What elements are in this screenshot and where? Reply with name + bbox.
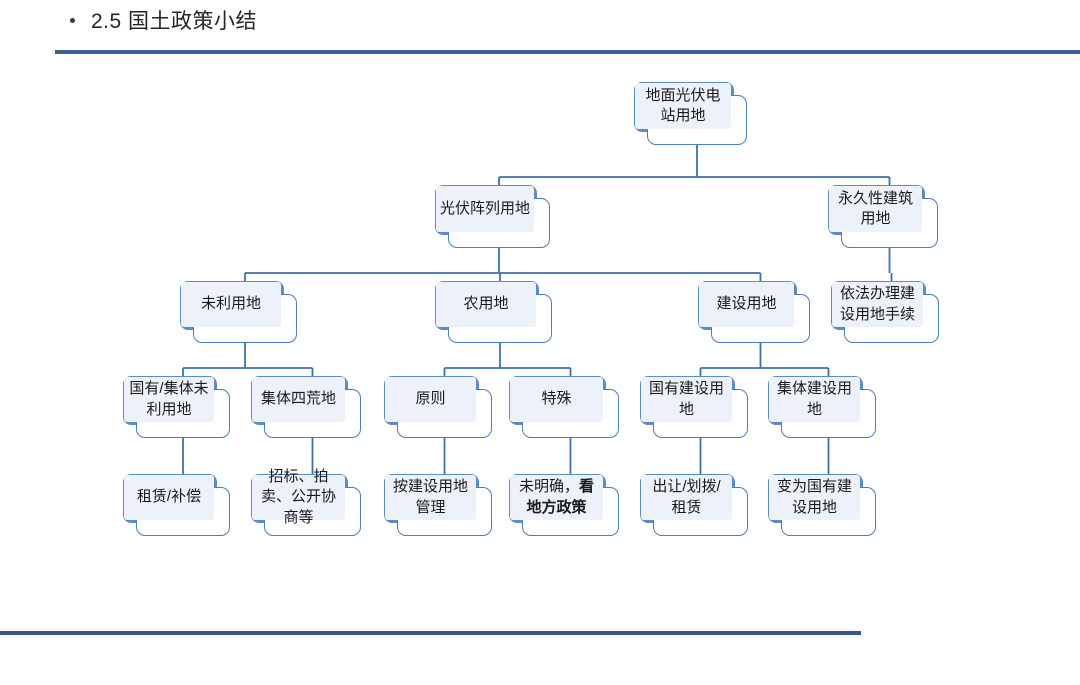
- node-card: 招标、拍卖、公开协商等: [264, 487, 361, 536]
- tree-node[interactable]: 永久性建筑用地: [828, 185, 938, 248]
- node-card: 光伏阵列用地: [448, 198, 550, 248]
- node-fill: 原则: [385, 377, 476, 422]
- node-card: 未明确，看地方政策: [522, 487, 619, 536]
- node-label: 国有/集体未利用地: [124, 379, 214, 420]
- node-fill: 特殊: [510, 377, 603, 422]
- node-fill: 永久性建筑用地: [829, 186, 922, 232]
- node-card: 集体建设用地: [781, 389, 876, 438]
- node-card: 变为国有建设用地: [781, 487, 876, 536]
- node-label: 租赁/补偿: [133, 487, 205, 507]
- node-card: 建设用地: [711, 294, 810, 343]
- node-label: 变为国有建设用地: [769, 477, 860, 518]
- node-label: 集体四荒地: [257, 389, 340, 409]
- node-label: 特殊: [537, 389, 575, 409]
- tree-node[interactable]: 国有建设用地: [640, 376, 748, 438]
- node-card: 依法办理建设用地手续: [844, 294, 939, 343]
- node-label: 依法办理建设用地手续: [832, 284, 923, 325]
- tree-node[interactable]: 地面光伏电站用地: [634, 82, 747, 145]
- node-card: 国有建设用地: [653, 389, 748, 438]
- node-card: 地面光伏电站用地: [647, 95, 747, 145]
- tree-node[interactable]: 未利用地: [180, 281, 297, 343]
- tree-node[interactable]: 建设用地: [698, 281, 810, 343]
- node-label: 原则: [411, 389, 449, 409]
- node-label: 出让/划拨/租赁: [641, 477, 732, 518]
- node-card: 永久性建筑用地: [841, 198, 938, 248]
- node-fill: 建设用地: [699, 282, 794, 327]
- tree-node[interactable]: 租赁/补偿: [123, 474, 230, 536]
- node-label: 国有建设用地: [641, 379, 732, 420]
- tree-node[interactable]: 依法办理建设用地手续: [831, 281, 939, 343]
- node-card: 原则: [397, 389, 492, 438]
- node-card: 出让/划拨/租赁: [653, 487, 748, 536]
- node-fill: 按建设用地管理: [385, 475, 476, 520]
- node-card: 集体四荒地: [264, 389, 361, 438]
- node-fill: 租赁/补偿: [124, 475, 214, 520]
- node-card: 未利用地: [193, 294, 297, 343]
- node-label: 招标、拍卖、公开协商等: [252, 467, 345, 528]
- node-card: 农用地: [448, 294, 552, 343]
- tree-node[interactable]: 特殊: [509, 376, 619, 438]
- tree-node[interactable]: 集体建设用地: [768, 376, 876, 438]
- tree-node[interactable]: 原则: [384, 376, 492, 438]
- node-label: 地面光伏电站用地: [635, 86, 731, 127]
- node-fill: 国有/集体未利用地: [124, 377, 214, 422]
- node-label: 未明确，看地方政策: [510, 477, 603, 518]
- node-label: 光伏阵列用地: [436, 199, 534, 219]
- node-label: 未利用地: [197, 294, 265, 314]
- node-fill: 集体四荒地: [252, 377, 345, 422]
- tree-node[interactable]: 光伏阵列用地: [435, 185, 550, 248]
- tree-node[interactable]: 集体四荒地: [251, 376, 361, 438]
- node-fill: 集体建设用地: [769, 377, 860, 422]
- node-card: 特殊: [522, 389, 619, 438]
- node-fill: 未利用地: [181, 282, 281, 327]
- node-fill: 光伏阵列用地: [436, 186, 534, 232]
- tree-node[interactable]: 出让/划拨/租赁: [640, 474, 748, 536]
- node-label: 农用地: [459, 294, 512, 314]
- node-fill: 出让/划拨/租赁: [641, 475, 732, 520]
- node-fill: 招标、拍卖、公开协商等: [252, 475, 345, 520]
- node-label: 建设用地: [712, 294, 780, 314]
- node-fill: 变为国有建设用地: [769, 475, 860, 520]
- tree-node[interactable]: 变为国有建设用地: [768, 474, 876, 536]
- node-fill: 国有建设用地: [641, 377, 732, 422]
- tree-node[interactable]: 未明确，看地方政策: [509, 474, 619, 536]
- node-card: 租赁/补偿: [136, 487, 230, 536]
- node-fill: 依法办理建设用地手续: [832, 282, 923, 327]
- node-label: 按建设用地管理: [385, 477, 476, 518]
- node-fill: 农用地: [436, 282, 536, 327]
- tree-node[interactable]: 按建设用地管理: [384, 474, 492, 536]
- tree-node[interactable]: 国有/集体未利用地: [123, 376, 230, 438]
- node-label: 集体建设用地: [769, 379, 860, 420]
- tree-node[interactable]: 招标、拍卖、公开协商等: [251, 474, 361, 536]
- node-card: 国有/集体未利用地: [136, 389, 230, 438]
- node-fill: 未明确，看地方政策: [510, 475, 603, 520]
- tree-node[interactable]: 农用地: [435, 281, 552, 343]
- node-label: 永久性建筑用地: [829, 189, 922, 230]
- node-card: 按建设用地管理: [397, 487, 492, 536]
- node-fill: 地面光伏电站用地: [635, 83, 731, 129]
